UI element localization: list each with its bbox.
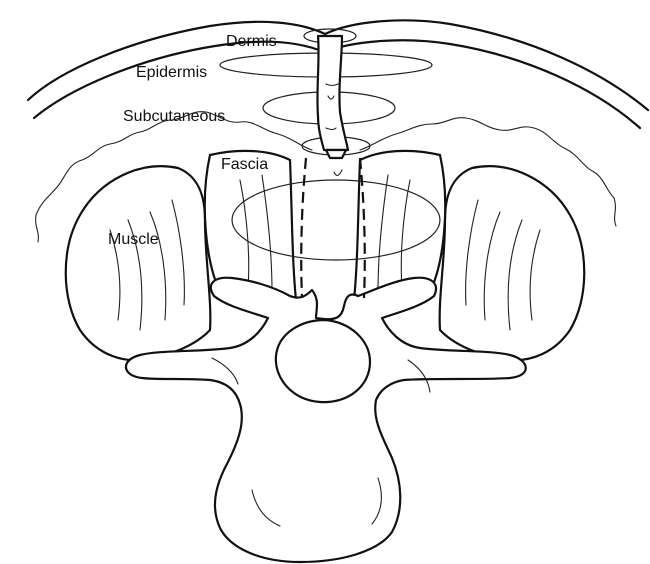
label-subcutaneous: Subcutaneous [123,108,225,125]
label-fascia: Fascia [221,156,268,173]
label-muscle: Muscle [108,231,159,248]
label-epidermis: Epidermis [136,64,207,81]
label-dermis: Dermis [226,33,277,50]
